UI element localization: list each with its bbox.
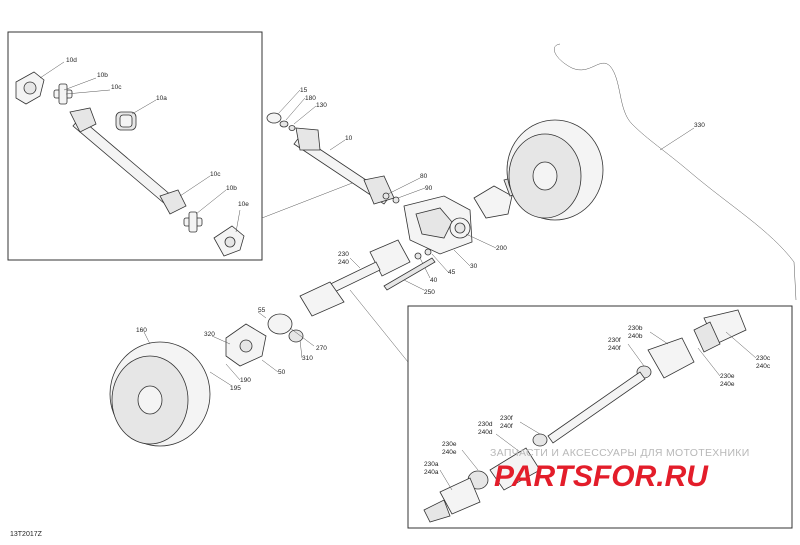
callout-label: 10c [111, 84, 122, 91]
u-joint-cross-part [53, 83, 73, 105]
long-bolt-part [383, 257, 436, 291]
callout-label: 330 [694, 122, 705, 129]
watermark-subtitle: ЗАПЧАСТИ И АКСЕССУАРЫ ДЛЯ МОТОТЕХНИКИ [490, 447, 750, 459]
callout-label: 230e [720, 373, 735, 380]
halfshaft-detail-part [423, 309, 747, 523]
callout-label: 10c [210, 171, 221, 178]
callout-label: 195 [230, 385, 241, 392]
yoke-part [15, 71, 45, 105]
callout-label: 230f [500, 415, 513, 422]
callout-label: 240e [720, 381, 735, 388]
brake-line-part [554, 43, 797, 301]
yoke-lower-part [213, 225, 245, 257]
callout-label: 45 [448, 269, 456, 276]
u-joint-cross-lower-part [183, 211, 203, 233]
bolt-part [424, 248, 432, 256]
callout-label: 55 [258, 307, 266, 314]
callout-label: 310 [302, 355, 313, 362]
callout-label: 240 [338, 259, 349, 266]
callout-label: 230c [756, 355, 771, 362]
nut-part [392, 196, 400, 204]
callout-label: 200 [496, 245, 507, 252]
figure-code: 13T2017Z [10, 531, 43, 538]
callout-label: 240e [442, 449, 457, 456]
callout-label: 230e [442, 441, 457, 448]
callout-label: 230d [478, 421, 493, 428]
washer-part [382, 192, 390, 200]
callout-label: 240f [500, 423, 513, 430]
callout-label: 15 [300, 87, 308, 94]
callout-label: 320 [204, 331, 215, 338]
callout-label: 10a [156, 95, 167, 102]
callout-label: 10e [238, 201, 249, 208]
inset-frame-driveshaft [7, 31, 263, 261]
callout-label: 50 [278, 369, 286, 376]
bellows-part [115, 111, 137, 131]
callout-label: 230 [338, 251, 349, 258]
seal-rings-part [266, 112, 296, 131]
propshaft-part [293, 127, 395, 205]
callout-label: 160 [136, 327, 147, 334]
callout-label: 240f [608, 345, 621, 352]
callout-label: 40 [430, 277, 438, 284]
wheel-right-part [506, 119, 604, 221]
callout-label: 30 [470, 263, 478, 270]
driveshaft-part [69, 107, 187, 215]
callout-label: 90 [425, 185, 433, 192]
callout-label: 190 [240, 377, 251, 384]
callout-label: 80 [420, 173, 428, 180]
callout-label: 230b [628, 325, 643, 332]
callout-label: 240a [424, 469, 439, 476]
hub-assembly-part [225, 313, 304, 367]
callout-label: 10b [97, 72, 108, 79]
callout-label: 230f [608, 337, 621, 344]
callout-label: 240c [756, 363, 771, 370]
callout-label: 240d [478, 429, 493, 436]
callout-label: 250 [424, 289, 435, 296]
callout-label: 230a [424, 461, 439, 468]
callout-label: 10 [345, 135, 353, 142]
wheel-left-part [109, 341, 211, 447]
callout-label: 10b [226, 185, 237, 192]
callout-label: 10d [66, 57, 77, 64]
callout-label: 240b [628, 333, 643, 340]
callout-label: 180 [305, 95, 316, 102]
differential-housing-part [403, 195, 473, 255]
bolt-part [414, 252, 422, 260]
axle-shaft-part [299, 239, 411, 317]
callout-label: 130 [316, 102, 327, 109]
watermark-logo: PARTSFOR.RU [494, 460, 709, 493]
callout-label: 270 [316, 345, 327, 352]
